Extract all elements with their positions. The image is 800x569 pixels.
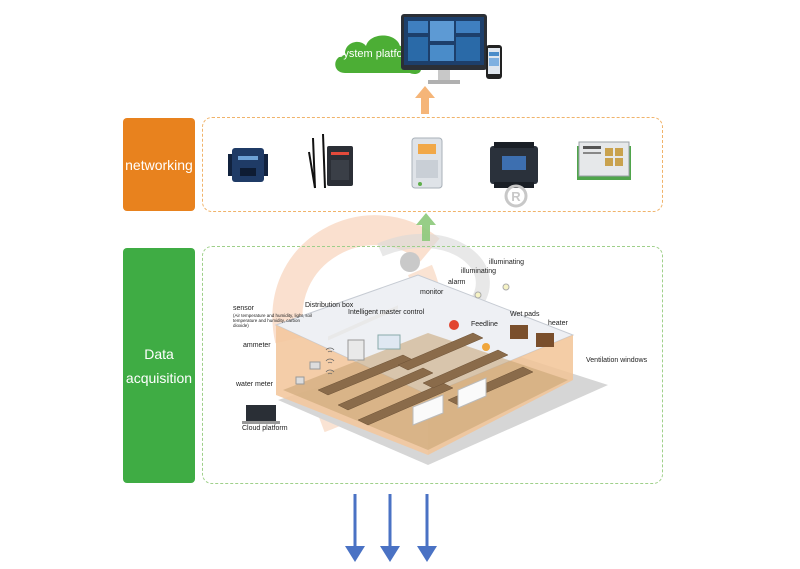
down-arrows bbox=[345, 494, 437, 562]
data-acquisition-label: Data acquisition bbox=[123, 248, 195, 483]
io-controller-device bbox=[490, 142, 538, 188]
cloud-platform-label: Cloud platform bbox=[242, 425, 288, 432]
router-4g-device bbox=[308, 133, 353, 189]
data-acquisition-panel bbox=[202, 246, 663, 484]
data-acquisition-label-line2: acquisition bbox=[125, 369, 193, 386]
ammeter-label: ammeter bbox=[243, 342, 271, 349]
monitor-label: monitor bbox=[420, 289, 444, 296]
data-acquisition-label-line1: Data bbox=[144, 345, 174, 362]
illuminating-label-1: illuminating bbox=[461, 268, 497, 275]
phone-icon bbox=[486, 45, 502, 79]
feedline-label: Feedline bbox=[471, 321, 498, 328]
networking-label: networking bbox=[123, 118, 195, 211]
greenhouse-illustration bbox=[242, 274, 608, 465]
alarm-label: alarm bbox=[448, 279, 466, 286]
heater-label: heater bbox=[548, 320, 568, 327]
registered-mark-icon: R bbox=[504, 184, 528, 208]
upload-arrow-orange bbox=[415, 86, 435, 114]
wet-pads-label: Wet pads bbox=[510, 311, 540, 318]
serial-server-device bbox=[228, 148, 268, 182]
cloud-label: System platform bbox=[336, 48, 416, 60]
sensor-detail-label: (Air temperature and humidity, light, so… bbox=[233, 313, 312, 328]
din-rail-gateway-device bbox=[411, 137, 443, 189]
upload-arrow-green bbox=[416, 213, 436, 241]
networking-panel bbox=[202, 117, 663, 212]
intelligent-master-control-label: Intelligent master control bbox=[348, 309, 425, 316]
gsm-module-device bbox=[577, 141, 631, 180]
water-meter-label: water meter bbox=[236, 381, 273, 388]
ventilation-windows-label: Ventilation windows bbox=[586, 357, 648, 364]
cloud-icon bbox=[335, 35, 421, 74]
illuminating-label-2: illuminating bbox=[489, 259, 525, 266]
sensor-label: sensor bbox=[233, 305, 255, 312]
distribution-box-label: Distribution box bbox=[305, 302, 354, 309]
monitor-icon bbox=[401, 14, 487, 84]
svg-text:R: R bbox=[511, 189, 521, 204]
